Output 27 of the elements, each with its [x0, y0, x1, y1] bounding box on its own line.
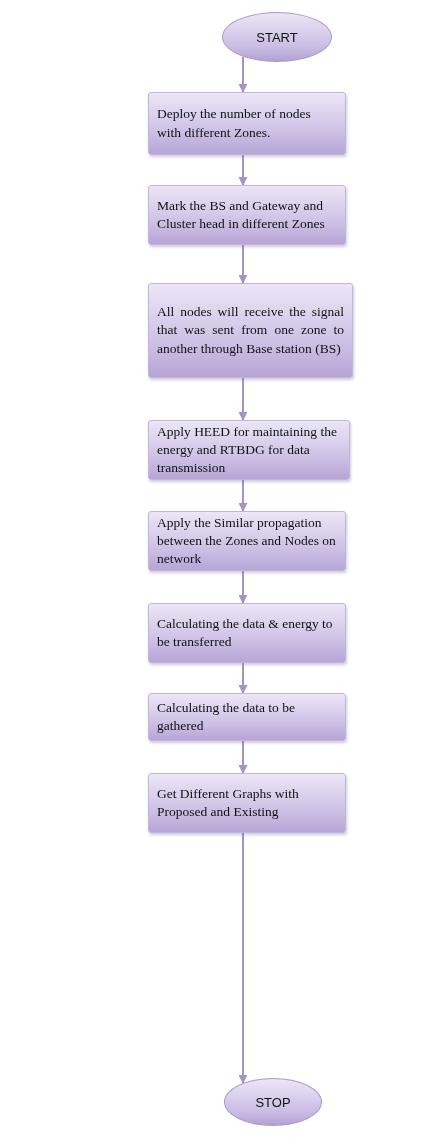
process-box	[148, 283, 353, 378]
arrow	[238, 662, 248, 694]
node-text: STOP	[255, 1094, 291, 1110]
process-box	[148, 511, 346, 571]
arrow	[238, 832, 248, 1084]
node-text: All nodes will receive the signal that was sent from one zone to another through Base station (BS)	[157, 303, 344, 358]
arrow	[238, 55, 248, 93]
node-text: START	[256, 29, 298, 45]
arrow	[238, 740, 248, 774]
arrow	[238, 479, 248, 512]
arrow	[238, 570, 248, 604]
arrow	[238, 377, 248, 421]
node-text: Mark the BS and Gateway and Cluster head in different Zones	[157, 196, 326, 233]
node-text: Apply HEED for maintaining the energy and RTBDG for data transmission	[157, 422, 338, 478]
process-box	[148, 92, 346, 155]
process-box	[148, 603, 346, 663]
arrow	[238, 244, 248, 284]
process-box	[148, 420, 350, 480]
node-text: Deploy the number of nodes with different Zones.	[157, 105, 312, 142]
node-text: Apply the Similar propagation between the Zones and Nodes on network	[157, 513, 337, 569]
arrow	[238, 154, 248, 186]
process-box	[148, 185, 346, 245]
node-text: Calculating the data to be gathered	[157, 698, 296, 735]
process-box	[148, 773, 346, 833]
process-box	[148, 693, 346, 741]
node-text: Calculating the data & energy to be transferred	[157, 614, 334, 651]
node-text: Get Different Graphs with Proposed and Existing	[157, 784, 300, 821]
